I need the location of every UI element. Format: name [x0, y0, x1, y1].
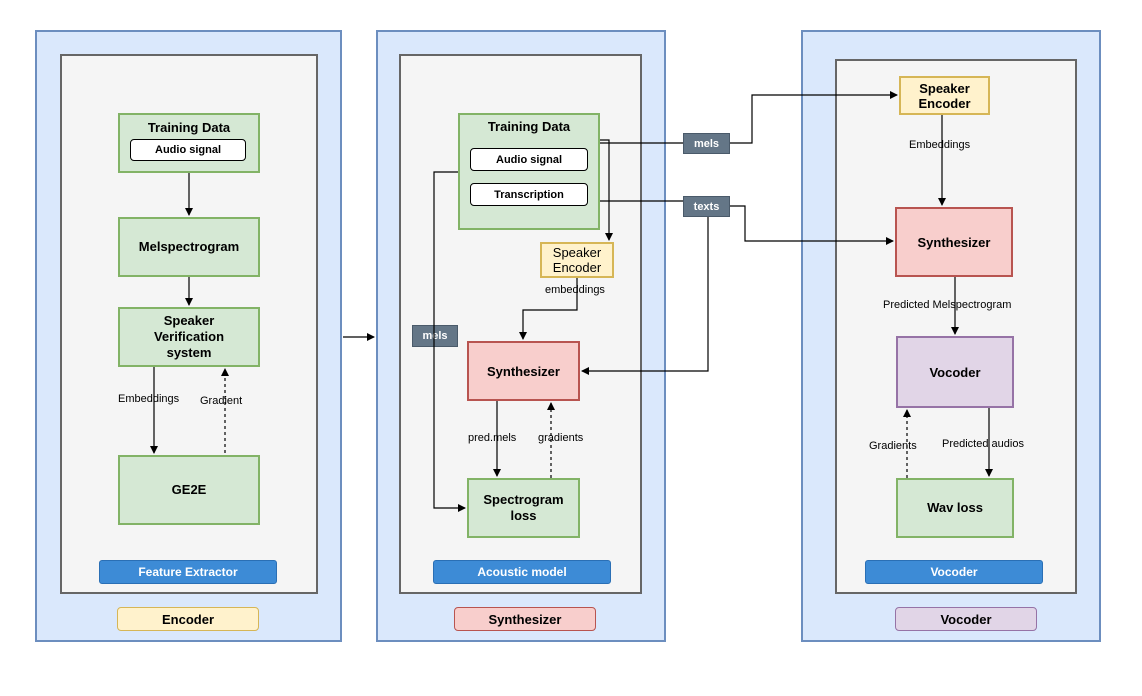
synth-gradients-label: gradients: [538, 432, 584, 444]
encoder-speaker-verification: Speaker Verification system: [118, 307, 260, 367]
predicted-melspectrogram-label: Predicted Melspectrogram: [883, 299, 1012, 311]
synth-training-data-label: Training Data: [487, 119, 571, 134]
vocoder-embeddings-label: Embeddings: [909, 139, 971, 151]
synth-spectrogram-loss: Spectrogram loss: [467, 478, 580, 538]
synth-synthesizer-box: Synthesizer: [467, 341, 580, 401]
synth-speaker-encoder: Speaker Encoder: [540, 242, 614, 278]
synth-training-data: Training Data: [458, 113, 600, 230]
synthesizer-stage-label: Synthesizer: [454, 607, 596, 631]
encoder-ge2e: GE2E: [118, 455, 260, 525]
synth-pred-mels-label: pred.mels: [468, 432, 517, 444]
synth-audio-signal: Audio signal: [470, 148, 588, 171]
synth-mels-chip: mels: [412, 325, 458, 347]
encoder-melspectrogram: Melspectrogram: [118, 217, 260, 277]
acoustic-model-button: Acoustic model: [433, 560, 611, 584]
encoder-embeddings-label: Embeddings: [118, 393, 180, 405]
predicted-audios-label: Predicted audios: [942, 438, 1024, 450]
feature-extractor-button: Feature Extractor: [99, 560, 277, 584]
synth-embeddings-label: embeddings: [545, 284, 605, 296]
vocoder-box: Vocoder: [896, 336, 1014, 408]
vocoder-module-button: Vocoder: [865, 560, 1043, 584]
encoder-audio-signal: Audio signal: [130, 139, 246, 161]
encoder-training-data-label: Training Data: [147, 120, 231, 135]
mels-connector-chip: mels: [683, 133, 730, 154]
encoder-stage-label: Encoder: [117, 607, 259, 631]
vocoder-synthesizer-box: Synthesizer: [895, 207, 1013, 277]
texts-connector-chip: texts: [683, 196, 730, 217]
vocoder-gradients-label: Gradients: [869, 440, 917, 452]
encoder-gradient-label: Gradient: [200, 395, 243, 407]
vocoder-speaker-encoder: Speaker Encoder: [899, 76, 990, 115]
vocoder-stage-label: Vocoder: [895, 607, 1037, 631]
synth-transcription: Transcription: [470, 183, 588, 206]
wav-loss-box: Wav loss: [896, 478, 1014, 538]
